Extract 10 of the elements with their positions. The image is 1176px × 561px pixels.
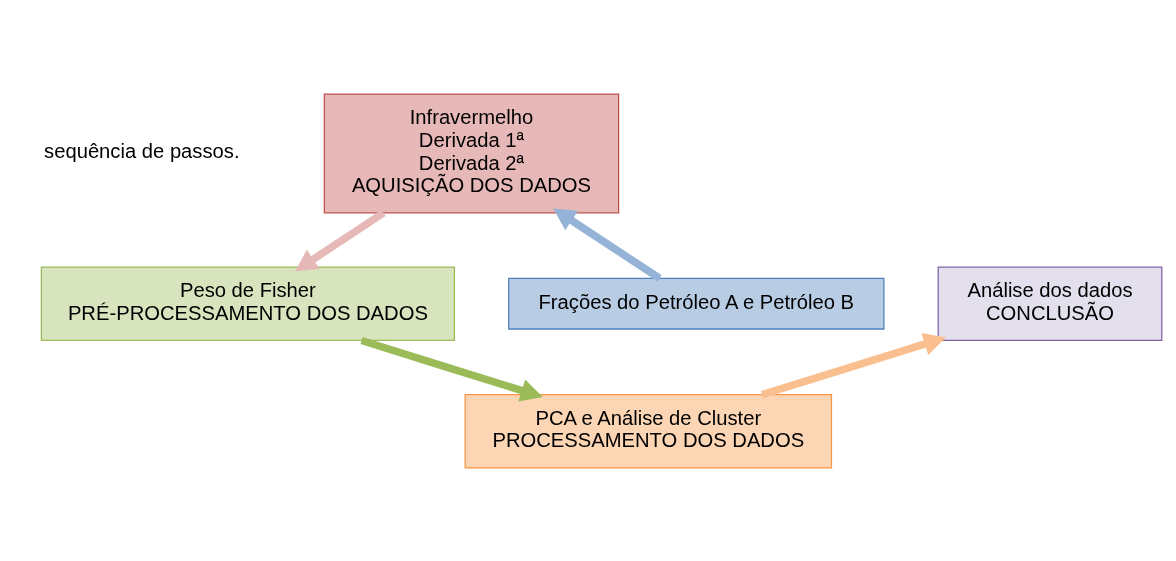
arrow xyxy=(553,207,662,281)
label: sequência de passos. xyxy=(44,139,240,162)
node-box: Infravermelho Derivada 1ª Derivada 2ª AQUISIÇÃO DOS DADOS xyxy=(323,92,620,213)
node-box: Análise dos dados CONCLUSÃO xyxy=(937,266,1163,341)
arrow xyxy=(760,332,946,398)
node-box: Frações do Petróleo A e Petróleo B xyxy=(508,277,885,330)
node-box: Peso de Fisher PRÉ-PROCESSAMENTO DOS DADOS xyxy=(40,266,456,341)
arrow xyxy=(360,336,543,402)
node-box: PCA e Análise de Cluster PROCESSAMENTO DOS DADOS xyxy=(464,393,833,469)
arrow xyxy=(294,209,386,271)
